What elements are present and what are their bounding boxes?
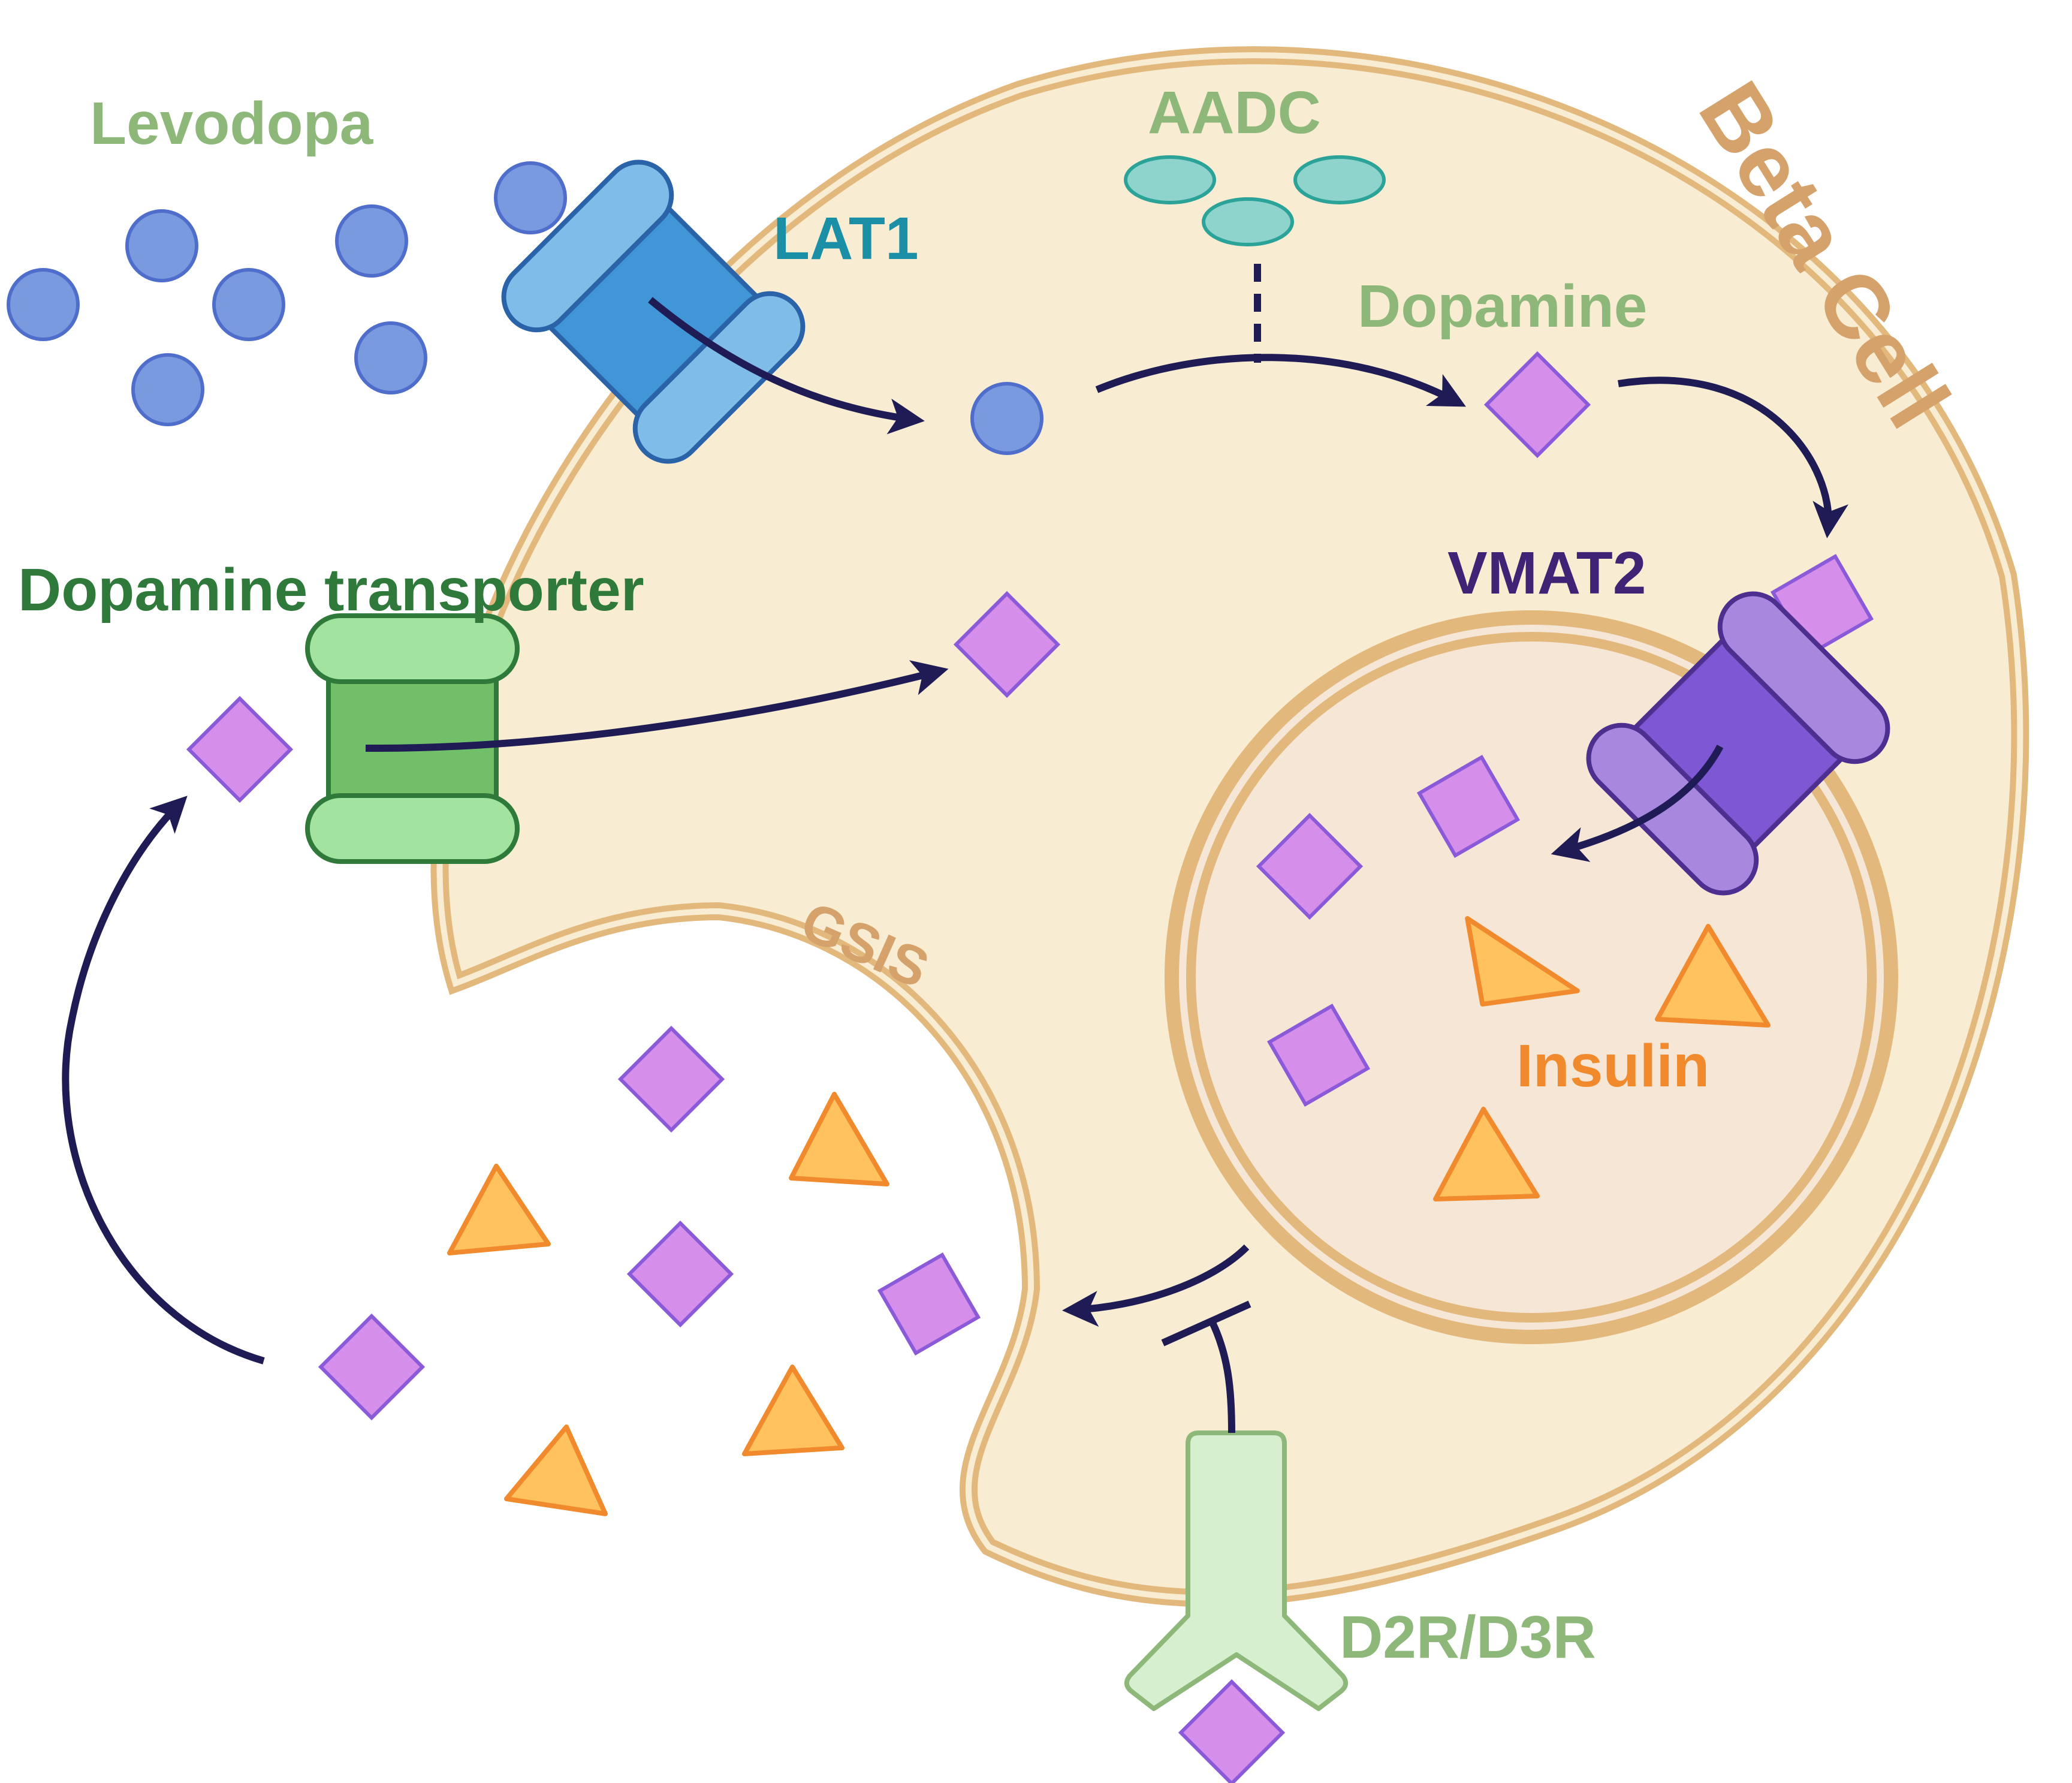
beta-cell-membrane-inner (436, 52, 2023, 1601)
vmat2-label: VMAT2 (1447, 540, 1646, 607)
d2r-d3r-receptor-icon (1124, 1430, 1349, 1711)
levodopa-intracellular (970, 382, 1043, 455)
lat1-label: LAT1 (773, 205, 919, 272)
levodopa-extracellular (7, 161, 567, 426)
d2r-d3r-label: D2R/D3R (1340, 1604, 1596, 1671)
dopamine-molecules (186, 351, 1874, 1783)
levodopa-label: Levodopa (90, 90, 374, 157)
insulin-vesicle-inner-ring (1186, 632, 1877, 1323)
aadc-label: AADC (1148, 79, 1321, 146)
insulin-label: Insulin (1516, 1032, 1709, 1100)
dopamine-label: Dopamine (1358, 273, 1647, 340)
dopamine-transporter-icon (305, 613, 520, 864)
aadc-enzyme-icon (1124, 155, 1386, 246)
dopamine-transporter-label: Dopamine transporter (18, 556, 644, 624)
vmat2-transporter-icon (1586, 591, 1890, 896)
lat1-transporter-icon (501, 159, 806, 464)
pathway-arrows (62, 297, 1848, 1433)
insulin-molecules (447, 916, 1771, 1516)
